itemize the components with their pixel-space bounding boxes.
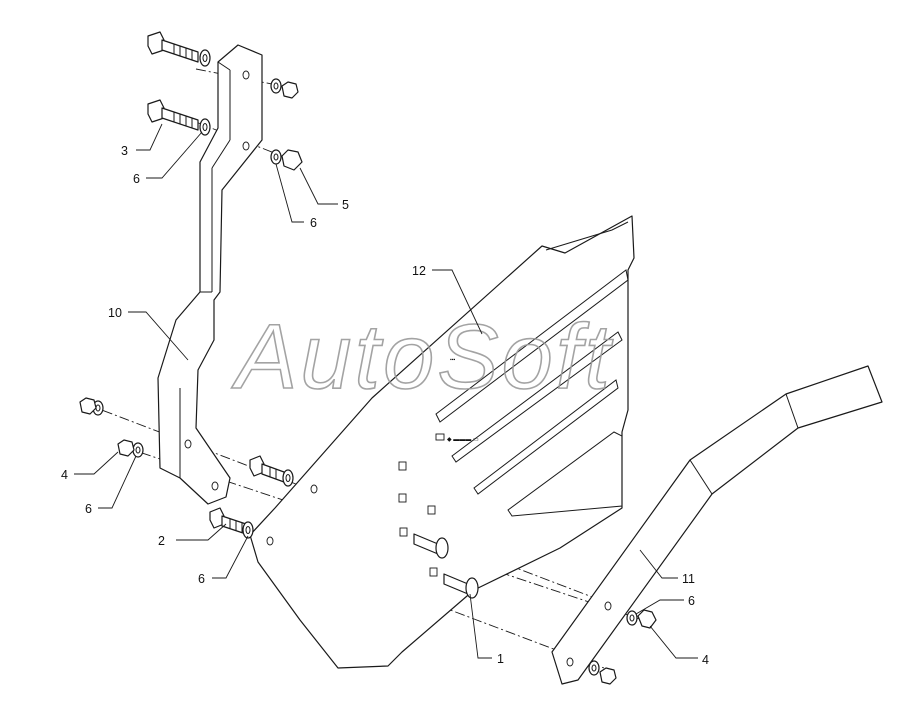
callout-5: 5 [342, 198, 349, 212]
callout-12: 12 [412, 264, 426, 278]
svg-text:▪▪▪: ▪▪▪ [450, 357, 456, 363]
leader-lines [74, 123, 698, 659]
callout-labels: 1 2 3 4 4 5 6 6 6 6 6 10 11 12 [61, 144, 709, 667]
callout-6e: 6 [688, 594, 695, 608]
callout-6a: 6 [133, 172, 140, 186]
support-bracket-part-10 [157, 44, 263, 505]
hex-bolt-part-3 [147, 99, 199, 131]
watermark-text: AutoSoft [231, 306, 613, 408]
callout-6d: 6 [198, 572, 205, 586]
hex-bolt-middle [249, 455, 285, 483]
nuts-part-4-5 [79, 81, 657, 685]
bent-bracket-part-11 [551, 365, 883, 685]
callout-6b: 6 [85, 502, 92, 516]
callout-4b: 4 [702, 653, 709, 667]
hex-bolt-upper [147, 31, 199, 63]
hex-bolt-part-2 [209, 507, 247, 535]
callout-3: 3 [121, 144, 128, 158]
svg-text:◆ ▬▬▬ ▭: ◆ ▬▬▬ ▭ [447, 437, 479, 443]
callout-4a: 4 [61, 468, 68, 482]
callout-2: 2 [158, 534, 165, 548]
guard-plate-part-12: ◆ ▬▬▬ ▭ ▪▪▪ [249, 215, 635, 669]
callout-1: 1 [497, 652, 504, 666]
carriage-bolt-upper [413, 533, 449, 559]
callout-10: 10 [108, 306, 122, 320]
callout-6c: 6 [310, 216, 317, 230]
washers-part-6 [92, 49, 638, 676]
callout-11: 11 [682, 572, 695, 586]
carriage-bolt-part-1 [443, 573, 479, 599]
